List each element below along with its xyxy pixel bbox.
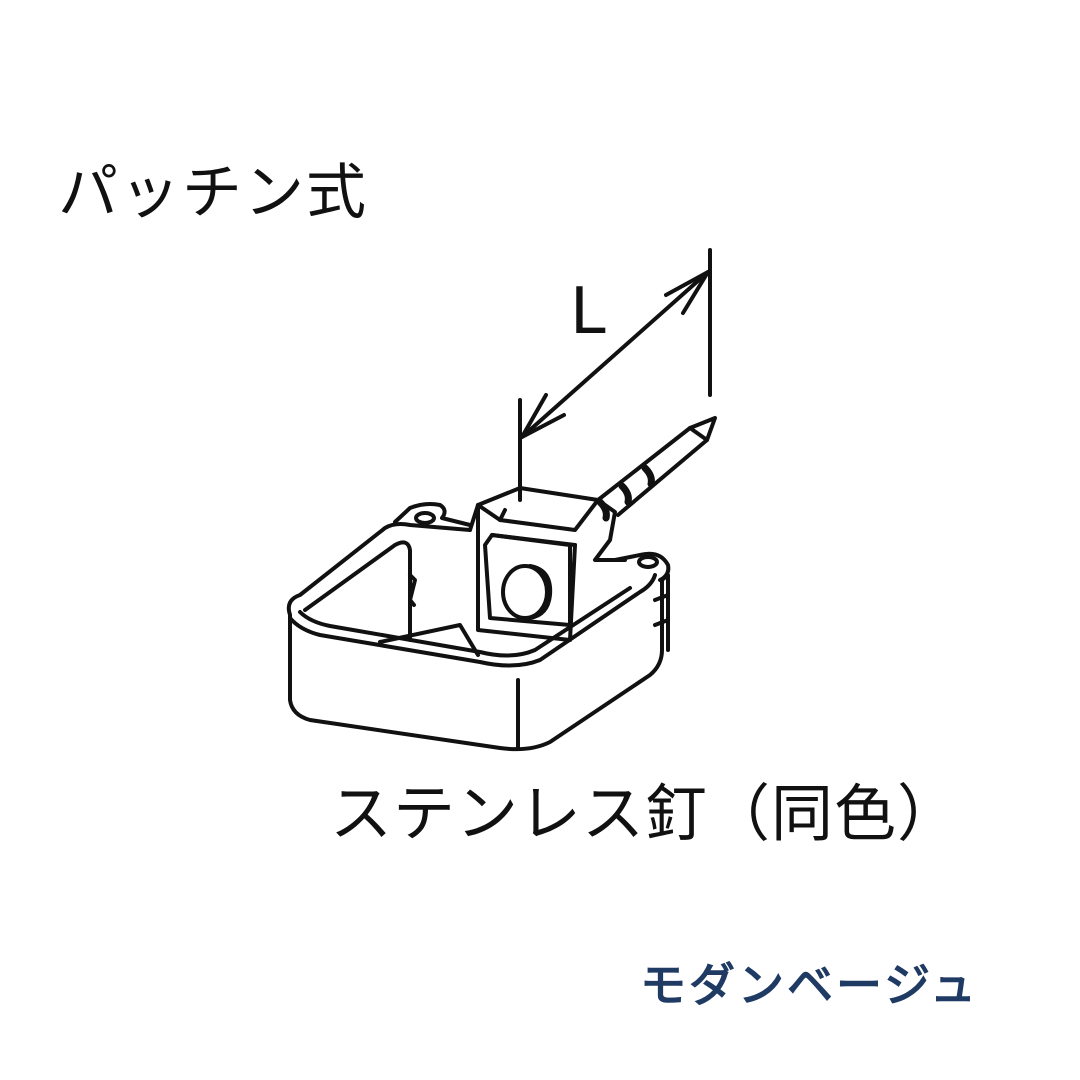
nail-part-label: ステンレス釘（同色） (330, 777, 961, 850)
gutter-bracket-icon (286, 486, 671, 752)
fastening-type-title: パッチン式 (58, 158, 368, 228)
color-name-label: モダンベージュ (640, 958, 979, 1012)
dimension-arrow-icon (518, 248, 712, 502)
dimension-label: L (570, 275, 606, 349)
nail-icon (596, 416, 717, 522)
